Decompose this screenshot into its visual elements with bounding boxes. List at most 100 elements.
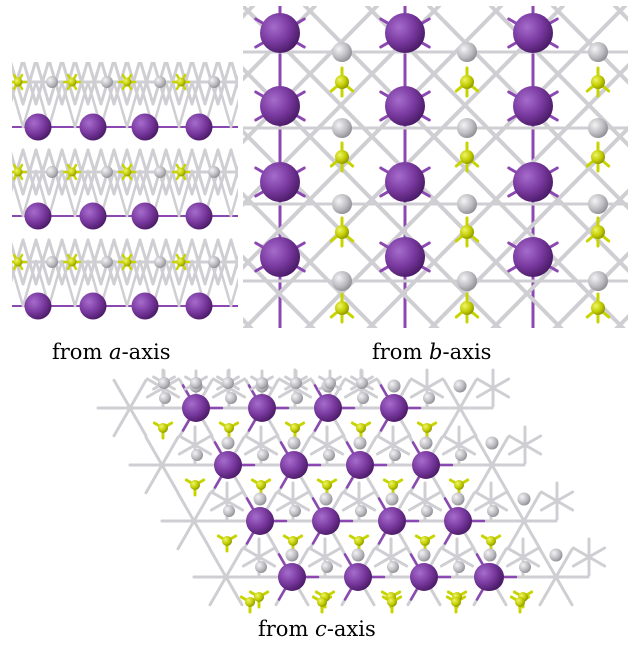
bond — [587, 555, 607, 568]
bond — [389, 555, 409, 568]
medium-atom — [221, 436, 235, 450]
bond — [505, 555, 525, 568]
bond — [227, 386, 247, 399]
medium-atom — [287, 436, 301, 450]
caption-c-prefix: from — [258, 617, 316, 641]
large-atom — [378, 507, 406, 535]
medium-atom — [419, 436, 433, 450]
bond — [259, 443, 279, 456]
medium-atom — [485, 436, 499, 450]
large-atom — [380, 394, 408, 422]
bond — [112, 259, 129, 308]
medium-atom — [101, 76, 113, 88]
bond — [522, 491, 542, 523]
bond — [442, 406, 462, 438]
large-atom — [260, 237, 300, 277]
bond — [243, 443, 263, 456]
bond — [257, 546, 277, 559]
small-atom — [356, 423, 366, 433]
small-atom — [245, 597, 255, 607]
bond — [47, 80, 64, 129]
small-atom — [122, 257, 132, 267]
small-atom — [591, 301, 605, 315]
bond — [193, 434, 213, 447]
bond — [176, 491, 196, 523]
medium-atom — [451, 492, 465, 506]
large-atom — [513, 13, 553, 53]
large-atom — [385, 162, 425, 202]
bond — [21, 169, 38, 218]
caption-a-prefix: from — [52, 340, 110, 364]
small-atom — [322, 480, 332, 490]
large-atom — [185, 113, 213, 141]
medium-atom — [588, 194, 608, 214]
bond — [225, 499, 245, 512]
bond — [439, 555, 459, 568]
small-atom — [190, 480, 200, 490]
bond — [491, 386, 511, 399]
bond — [474, 463, 494, 495]
bond — [243, 434, 263, 447]
medium-atom — [332, 194, 352, 214]
medium-atom — [517, 492, 531, 506]
bond — [177, 259, 194, 308]
large-atom — [185, 202, 213, 230]
medium-atom — [323, 449, 335, 461]
bond — [177, 443, 197, 456]
large-atom — [410, 563, 438, 591]
bond — [177, 80, 194, 129]
small-atom — [176, 77, 186, 87]
bond — [275, 490, 295, 503]
bond — [216, 169, 233, 218]
medium-atom — [588, 42, 608, 62]
large-atom — [513, 86, 553, 126]
small-atom — [420, 536, 430, 546]
bond — [208, 575, 228, 607]
bond — [458, 406, 478, 438]
panel-b-structure — [243, 6, 628, 328]
small-atom — [122, 77, 132, 87]
bond — [425, 386, 445, 399]
bond — [293, 386, 313, 399]
medium-atom — [46, 166, 58, 178]
bond — [439, 546, 459, 559]
large-atom — [248, 394, 276, 422]
panel-a-bonds — [12, 62, 238, 308]
small-atom — [591, 75, 605, 89]
bond — [259, 434, 279, 447]
bond — [112, 378, 132, 410]
medium-atom — [356, 377, 368, 389]
bond — [441, 443, 461, 456]
bond — [309, 434, 329, 447]
panel-a-structure — [12, 62, 238, 320]
bond — [341, 499, 361, 512]
large-atom — [385, 237, 425, 277]
large-atom — [474, 563, 502, 591]
bond — [506, 491, 526, 523]
medium-atom — [154, 76, 166, 88]
bond — [423, 499, 443, 512]
bond — [375, 434, 395, 447]
bond — [571, 555, 591, 568]
bond — [60, 169, 77, 218]
large-atom — [214, 451, 242, 479]
bond — [539, 490, 559, 503]
bond — [489, 499, 509, 512]
medium-atom — [158, 377, 170, 389]
bond — [523, 443, 543, 456]
medium-atom — [483, 548, 497, 562]
bond — [357, 490, 377, 503]
small-atom — [67, 257, 77, 267]
medium-atom — [222, 377, 234, 389]
bond — [243, 254, 316, 328]
medium-atom — [159, 392, 171, 404]
bond — [60, 259, 77, 308]
bond — [144, 435, 164, 467]
bond — [209, 490, 229, 503]
large-atom — [444, 507, 472, 535]
medium-atom — [255, 561, 267, 573]
medium-atom — [285, 548, 299, 562]
bond — [192, 519, 212, 551]
large-atom — [24, 292, 52, 320]
bond — [325, 434, 345, 447]
